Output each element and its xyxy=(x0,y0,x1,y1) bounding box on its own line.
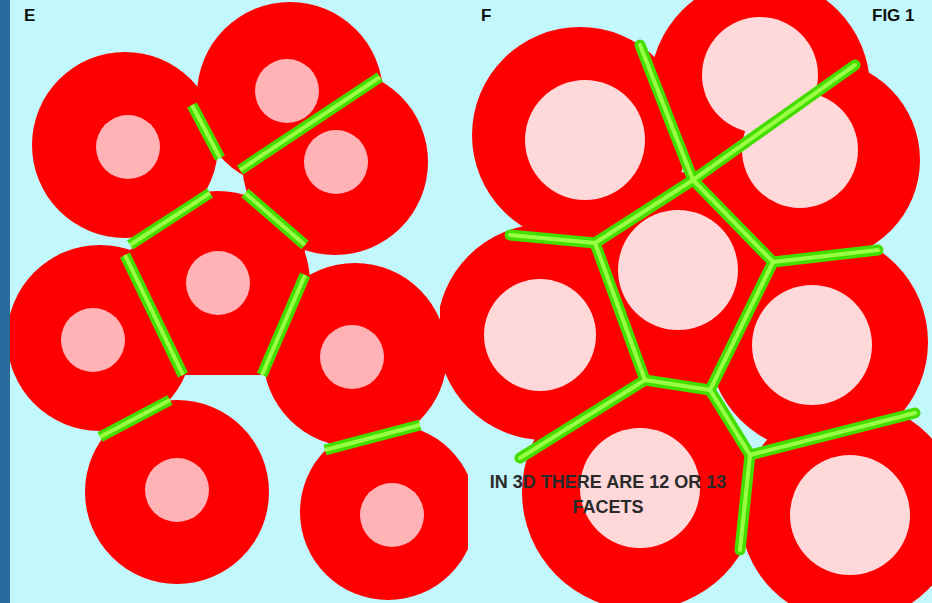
panel-f-cells xyxy=(440,0,932,603)
panel-e-cells xyxy=(10,2,468,600)
panel-letter: F xyxy=(481,6,491,26)
panel-letter: E xyxy=(24,6,35,26)
figure-number: FIG 1 xyxy=(872,6,915,26)
note-text: IN 3D THERE ARE 12 OR 13 FACETS xyxy=(488,470,728,520)
